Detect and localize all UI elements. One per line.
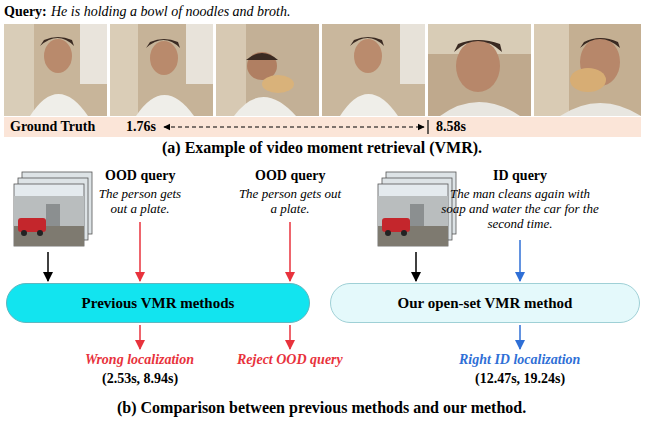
- query-text: The person gets out a plate.: [235, 186, 345, 216]
- method-box: Previous VMR methods: [6, 283, 310, 323]
- video-stack: [14, 172, 92, 246]
- interval-arrow: [4, 117, 641, 137]
- result-text: Right ID localization: [459, 352, 580, 368]
- result-text: Wrong localization: [85, 352, 194, 368]
- query-text: The man cleans again with soap and water…: [440, 186, 600, 231]
- node-text: Our open-set VMR method: [398, 295, 573, 312]
- node-text: 8.58s: [436, 119, 466, 135]
- node-text: Ground Truth: [10, 119, 95, 135]
- time-interval: (12.47s, 19.24s): [475, 371, 565, 387]
- query-tag: Query:: [4, 4, 47, 20]
- time-interval: (2.53s, 8.94s): [102, 371, 178, 387]
- query-text: The person gets out a plate.: [90, 186, 190, 216]
- query-tag: ID query: [493, 168, 547, 184]
- video-frames: [4, 24, 641, 116]
- result-text: Reject OOD query: [237, 352, 343, 368]
- query-tag: OOD query: [105, 168, 175, 184]
- method-box: Our open-set VMR method: [330, 283, 640, 323]
- subfigure-caption: (a) Example of video moment retrieval (V…: [162, 140, 482, 156]
- query-text: He is holding a bowl of noodles and brot…: [51, 4, 290, 20]
- node-text: 1.76s: [126, 119, 156, 135]
- query-tag: OOD query: [255, 168, 325, 184]
- ground-truth-band: Ground Truth 1.76s 8.58s: [4, 117, 641, 137]
- node-text: Previous VMR methods: [82, 295, 235, 312]
- subfigure-caption: (b) Comparison between previous methods …: [117, 400, 526, 416]
